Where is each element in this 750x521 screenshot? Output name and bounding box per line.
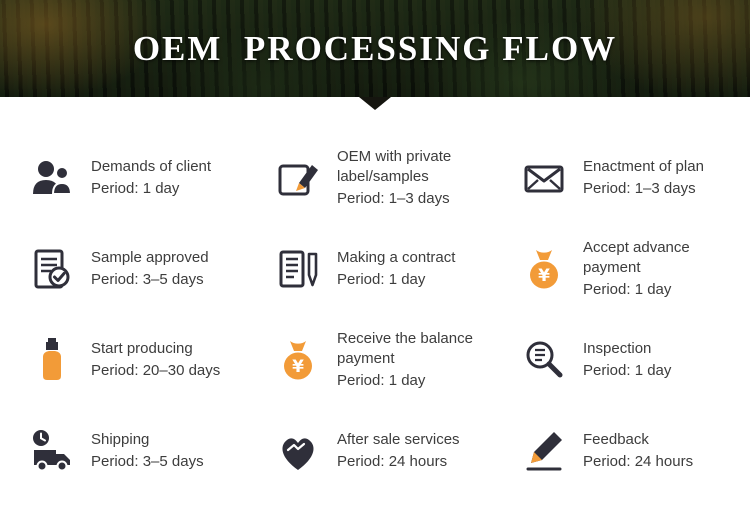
svg-text:¥: ¥ — [292, 357, 304, 377]
step-title: Demands of client — [91, 158, 212, 175]
step-making-contract: Making a contract Period: 1 day — [274, 237, 520, 301]
inspection-magnifier-icon — [520, 336, 568, 384]
process-flow-grid: Demands of client Period: 1 day OEM with… — [28, 146, 750, 483]
step-inspection: Inspection Period: 1 day — [520, 328, 750, 392]
step-period: Period: 1–3 days — [583, 180, 696, 197]
step-title: Feedback — [583, 431, 649, 448]
contract-icon — [274, 245, 322, 293]
step-period: Period: 1 day — [583, 362, 672, 379]
step-feedback: Feedback Period: 24 hours — [520, 419, 750, 483]
step-period: Period: 1 day — [337, 372, 426, 389]
step-demands-of-client: Demands of client Period: 1 day — [28, 146, 274, 210]
advance-money-bag-icon: ¥ — [520, 245, 568, 293]
plan-envelope-icon — [520, 154, 568, 202]
step-accept-advance-payment: ¥ Accept advance payment Period: 1 day — [520, 237, 750, 301]
step-period: Period: 1 day — [337, 271, 426, 288]
step-title: OEM with private label/samples — [337, 148, 452, 185]
handshake-heart-icon — [274, 427, 322, 475]
step-sample-approved: Sample approved Period: 3–5 days — [28, 237, 274, 301]
step-enactment-of-plan: Enactment of plan Period: 1–3 days — [520, 146, 750, 210]
step-start-producing: Start producing Period: 20–30 days — [28, 328, 274, 392]
step-period: Period: 3–5 days — [91, 271, 204, 288]
step-shipping: Shipping Period: 3–5 days — [28, 419, 274, 483]
sample-approved-icon — [28, 245, 76, 293]
step-period: Period: 1–3 days — [337, 190, 450, 207]
bottle-icon — [28, 336, 76, 384]
step-period: Period: 1 day — [91, 180, 180, 197]
down-arrow-icon — [359, 97, 391, 110]
step-title: Start producing — [91, 340, 193, 357]
banner: OEM PROCESSING FLOW — [0, 0, 750, 97]
step-title: Accept advance payment — [583, 239, 690, 276]
step-period: Period: 24 hours — [583, 453, 694, 470]
private-label-icon — [274, 154, 322, 202]
step-period: Period: 3–5 days — [91, 453, 204, 470]
step-receive-balance-payment: ¥ Receive the balance payment Period: 1 … — [274, 328, 520, 392]
step-title: Making a contract — [337, 249, 456, 266]
step-period: Period: 1 day — [583, 281, 672, 298]
balance-money-bag-icon: ¥ — [274, 336, 322, 384]
step-period: Period: 20–30 days — [91, 362, 221, 379]
clients-icon — [28, 154, 76, 202]
truck-clock-icon — [28, 427, 76, 475]
step-oem-private-label: OEM with private label/samples Period: 1… — [274, 146, 520, 210]
feedback-pencil-icon — [520, 427, 568, 475]
step-title: Shipping — [91, 431, 150, 448]
step-title: Inspection — [583, 340, 652, 357]
step-title: Enactment of plan — [583, 158, 704, 175]
step-after-sale-services: After sale services Period: 24 hours — [274, 419, 520, 483]
step-title: After sale services — [337, 431, 460, 448]
step-period: Period: 24 hours — [337, 453, 448, 470]
svg-text:¥: ¥ — [538, 266, 550, 286]
page-title: OEM PROCESSING FLOW — [132, 28, 618, 68]
step-title: Sample approved — [91, 249, 209, 266]
step-title: Receive the balance payment — [337, 330, 473, 367]
